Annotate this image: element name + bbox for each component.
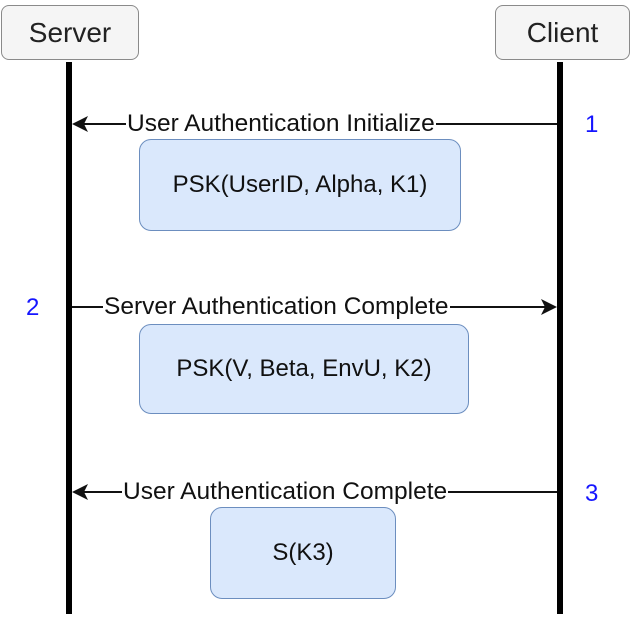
message-2-arrowhead [541, 299, 557, 315]
step-number-1: 1 [585, 111, 599, 138]
message-1-payload-box: PSK(UserID, Alpha, K1) [139, 139, 461, 231]
message-2-payload-box: PSK(V, Beta, EnvU, K2) [139, 324, 469, 414]
message-3-payload-box: S(K3) [210, 507, 396, 599]
message-3-arrowhead [72, 484, 88, 500]
client-actor-label: Client [526, 16, 599, 48]
step-number-3: 3 [585, 480, 599, 507]
message-1-label: User Authentication Initialize [126, 109, 436, 139]
message-3-label: User Authentication Complete [122, 477, 449, 507]
step-number-2: 2 [26, 294, 40, 321]
message-2-payload-text: PSK(V, Beta, EnvU, K2) [176, 355, 432, 382]
client-actor-box: Client [495, 5, 630, 60]
message-1-payload-text: PSK(UserID, Alpha, K1) [172, 171, 428, 198]
server-actor-box: Server [1, 5, 139, 60]
message-3-payload-text: S(K3) [272, 539, 334, 566]
server-lifeline [66, 62, 72, 614]
message-2-label: Server Authentication Complete [103, 292, 450, 322]
client-lifeline [557, 62, 563, 614]
server-actor-label: Server [28, 16, 112, 48]
message-1-arrowhead [72, 116, 88, 132]
